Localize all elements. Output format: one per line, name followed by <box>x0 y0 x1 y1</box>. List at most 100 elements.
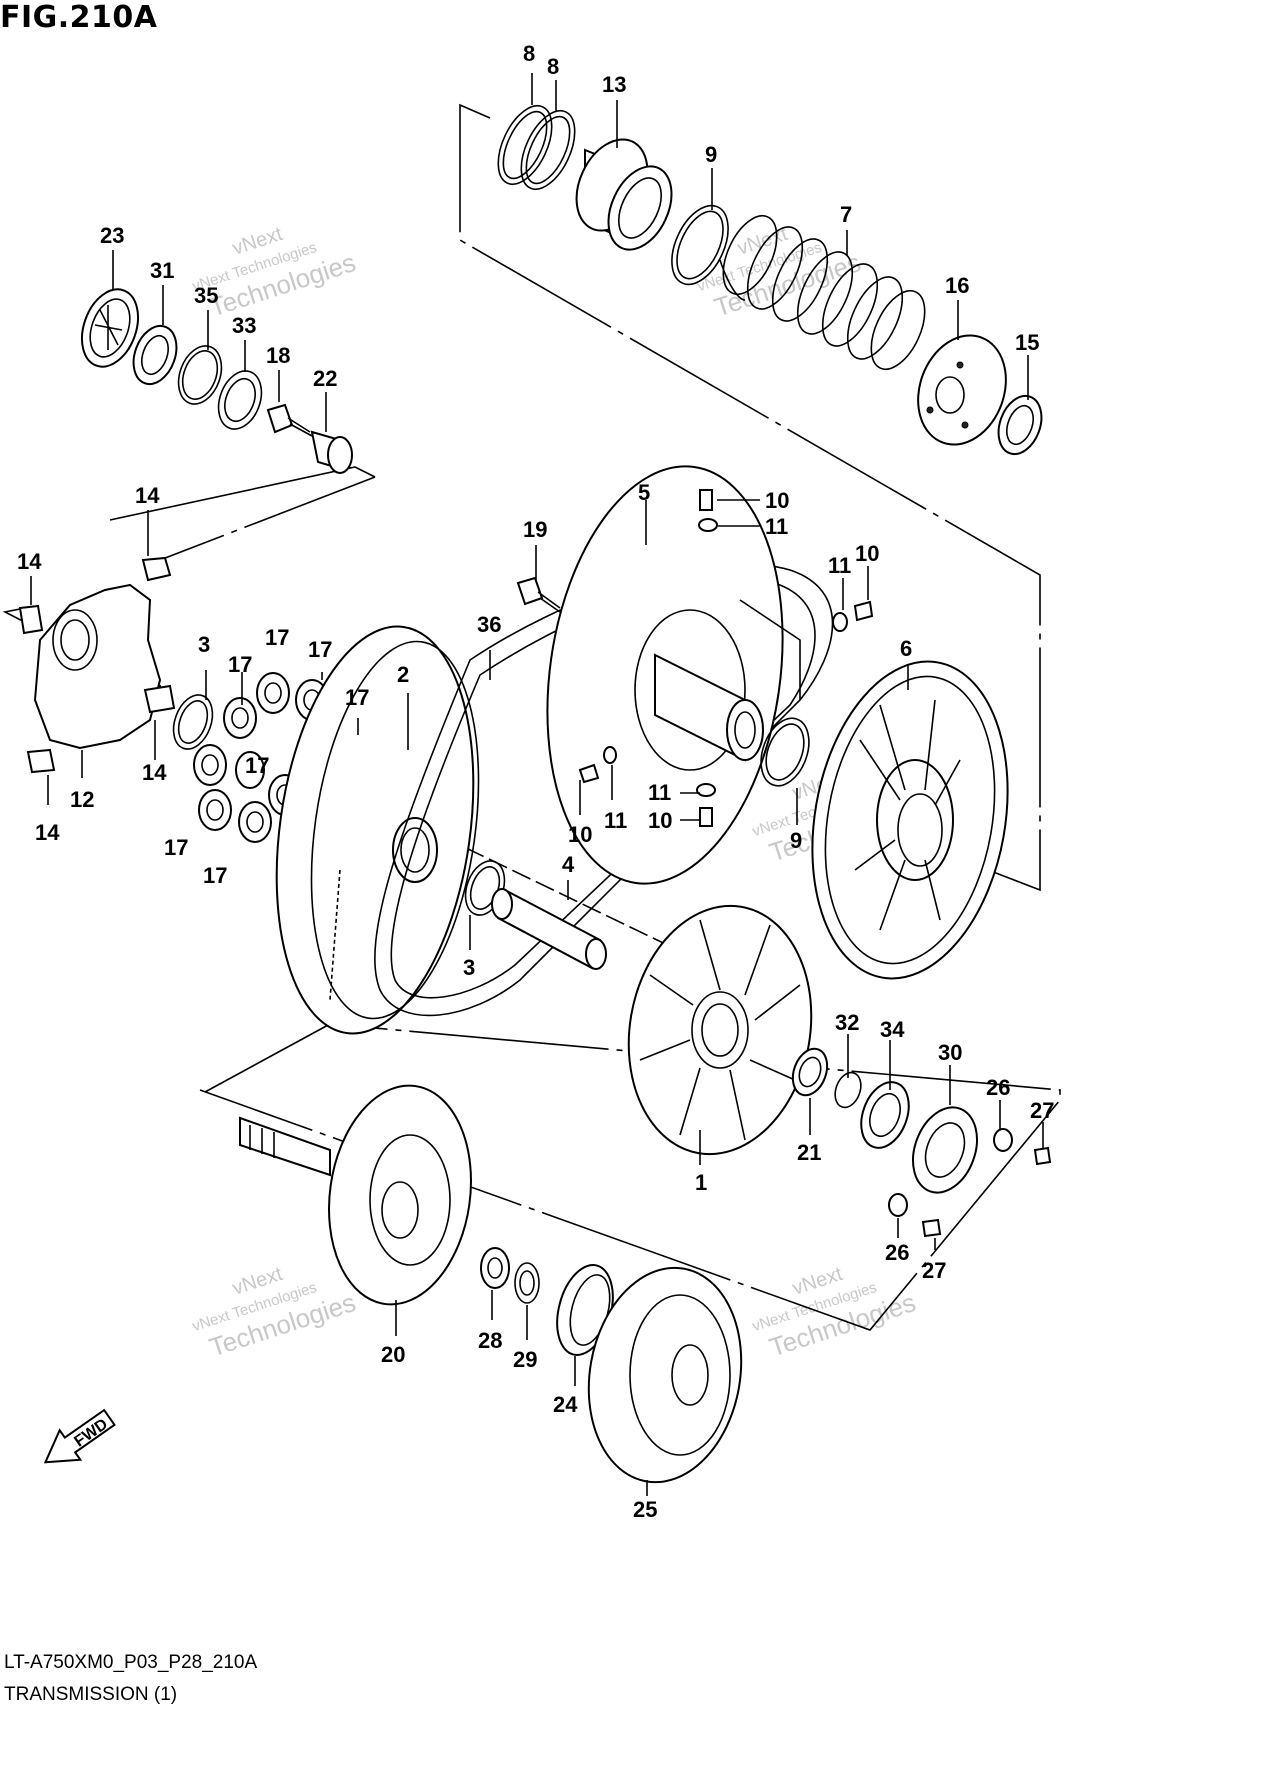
bolt-19 <box>516 576 561 613</box>
roller-17e <box>193 744 227 786</box>
roller-17b <box>256 672 290 714</box>
o-ring-8a <box>497 105 553 185</box>
callout-24: 24 <box>553 1392 578 1417</box>
callout-33: 33 <box>232 313 256 338</box>
callout-17b: 17 <box>228 652 252 677</box>
callout-1: 1 <box>695 1170 707 1195</box>
callout-14d: 14 <box>35 820 60 845</box>
cam-plate-12 <box>33 583 162 750</box>
callout-11b: 11 <box>828 553 851 578</box>
washer-33 <box>217 370 263 430</box>
callout-3-center: 3 <box>463 955 475 980</box>
roller-17g <box>238 801 272 843</box>
callout-26b: 26 <box>885 1240 909 1265</box>
pin-10b <box>853 600 874 622</box>
callout-9-mid: 9 <box>790 828 802 853</box>
callout-18: 18 <box>266 343 290 368</box>
callout-22: 22 <box>313 366 337 391</box>
callout-20: 20 <box>381 1342 405 1367</box>
callout-30: 30 <box>938 1040 962 1065</box>
oil-seal-34 <box>860 1081 910 1149</box>
callout-35: 35 <box>194 283 218 308</box>
assembly-outline-bottom <box>199 1023 1061 1331</box>
watermark: vNext vNext Technologies Technologies <box>695 223 864 323</box>
roller-17f <box>198 789 232 831</box>
callout-8a: 8 <box>523 41 535 66</box>
callout-7: 7 <box>840 202 852 227</box>
callout-36: 36 <box>477 612 501 637</box>
callout-9-top: 9 <box>705 142 717 167</box>
watermark: vNext vNext Technologies Technologies <box>190 1263 359 1363</box>
callout-17g: 17 <box>203 863 227 888</box>
callout-27a: 27 <box>1030 1098 1054 1123</box>
callout-3-left: 3 <box>198 632 210 657</box>
callout-32: 32 <box>835 1010 859 1035</box>
callout-17a: 17 <box>265 625 289 650</box>
callout-11a: 11 <box>765 514 788 539</box>
callout-28: 28 <box>478 1328 502 1353</box>
pin-14-small <box>143 684 176 714</box>
callout-17d: 17 <box>345 685 369 710</box>
callout-19: 19 <box>523 517 547 542</box>
callout-4: 4 <box>562 852 575 877</box>
callout-21: 21 <box>797 1140 821 1165</box>
clip-14d <box>26 748 56 774</box>
callout-2: 2 <box>397 662 409 687</box>
callout-15: 15 <box>1015 330 1039 355</box>
figure-title: FIG.210A <box>0 0 158 35</box>
spring-seat-16 <box>917 334 1007 446</box>
callout-17f: 17 <box>164 835 188 860</box>
fixed-driven-face-6 <box>811 660 1009 980</box>
washer-29 <box>514 1262 540 1304</box>
washer-26a <box>993 1128 1013 1152</box>
callout-31: 31 <box>150 258 174 283</box>
callout-17e: 17 <box>245 753 269 778</box>
clutch-housing-20 <box>239 1084 472 1306</box>
screw-27a <box>1033 1146 1052 1166</box>
diagram-name: TRANSMISSION (1) <box>4 1684 178 1705</box>
o-ring-32 <box>834 1071 862 1109</box>
bearing-30 <box>912 1106 978 1194</box>
circlip-35 <box>177 345 223 405</box>
pin-10d <box>699 807 713 827</box>
clip-14a <box>141 556 172 582</box>
callout-10c: 10 <box>648 808 672 833</box>
driven-pulley-5 <box>546 465 801 885</box>
fwd-arrow-icon: FWD <box>43 1408 116 1464</box>
washer-26b <box>888 1193 908 1217</box>
pin-10a <box>699 489 713 511</box>
leader-lines <box>30 73 1044 1496</box>
callout-14b: 14 <box>17 549 42 574</box>
callout-27b: 27 <box>922 1258 946 1283</box>
diagram-code: LT-A750XM0_P03_P28_210A <box>4 1652 258 1673</box>
spacer-21 <box>791 1047 829 1097</box>
callout-11c: 11 <box>648 780 671 805</box>
clip-14b <box>18 604 44 635</box>
callout-16: 16 <box>945 273 969 298</box>
callout-26a: 26 <box>986 1075 1010 1100</box>
o-ring-9-top <box>671 204 729 286</box>
oil-seal-23 <box>80 288 140 368</box>
callout-17c: 17 <box>308 637 332 662</box>
pin-10c <box>578 763 600 784</box>
movable-drive-face-2 <box>275 625 480 1035</box>
nut-28 <box>480 1247 510 1289</box>
exploded-parts-diagram: vNext vNext Technologies Technologies vN… <box>2 41 1061 1522</box>
callout-25: 25 <box>633 1497 657 1522</box>
callout-10d: 10 <box>568 822 592 847</box>
callout-8b: 8 <box>547 54 559 79</box>
callout-14a: 14 <box>135 483 160 508</box>
washer-3-left <box>172 694 214 750</box>
callout-6: 6 <box>900 636 912 661</box>
callout-23: 23 <box>100 223 124 248</box>
lock-nut-15 <box>997 394 1043 456</box>
guide-sleeve-13 <box>575 138 673 251</box>
drive-face-1 <box>627 904 813 1156</box>
callout-34: 34 <box>880 1017 905 1042</box>
callout-11d: 11 <box>604 808 627 833</box>
callout-29: 29 <box>513 1347 537 1372</box>
bolt-18 <box>266 403 313 437</box>
roller-17a <box>223 697 257 739</box>
sleeve-4 <box>491 888 607 970</box>
washer-11b <box>832 612 848 632</box>
